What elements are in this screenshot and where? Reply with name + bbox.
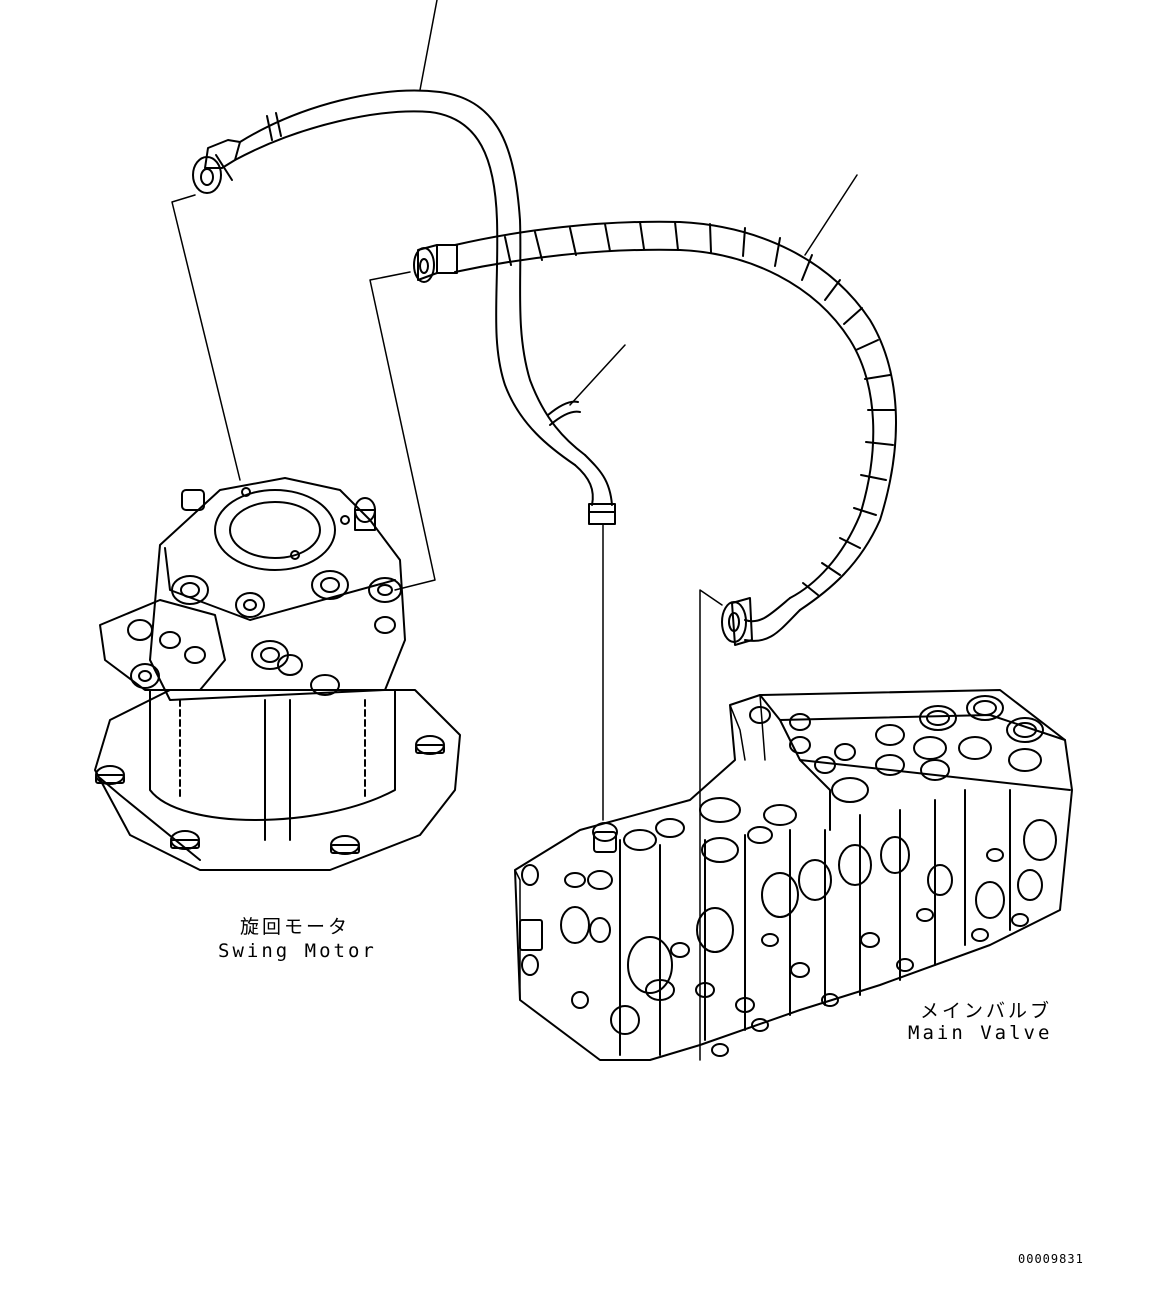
connection-lines xyxy=(171,194,723,1061)
hose-wrapped xyxy=(413,220,897,646)
leader-hose-1 xyxy=(419,0,438,91)
main-valve xyxy=(514,689,1073,1061)
leader-hose-2 xyxy=(804,174,858,256)
swing-motor xyxy=(94,477,461,871)
main-valve-label-jp: メインバルブ xyxy=(920,1000,1053,1022)
swing-motor-label-jp: 旋回モータ xyxy=(240,916,351,938)
main-valve-label-en: Main Valve xyxy=(908,1022,1053,1044)
leader-hose-3 xyxy=(569,344,626,406)
leader-lines xyxy=(419,0,858,406)
valve-detail-lines xyxy=(514,694,766,1001)
hose-swing-upper xyxy=(192,89,616,525)
swing-motor-label-en: Swing Motor xyxy=(218,940,377,962)
drawing-number: 00009831 xyxy=(1018,1252,1084,1266)
